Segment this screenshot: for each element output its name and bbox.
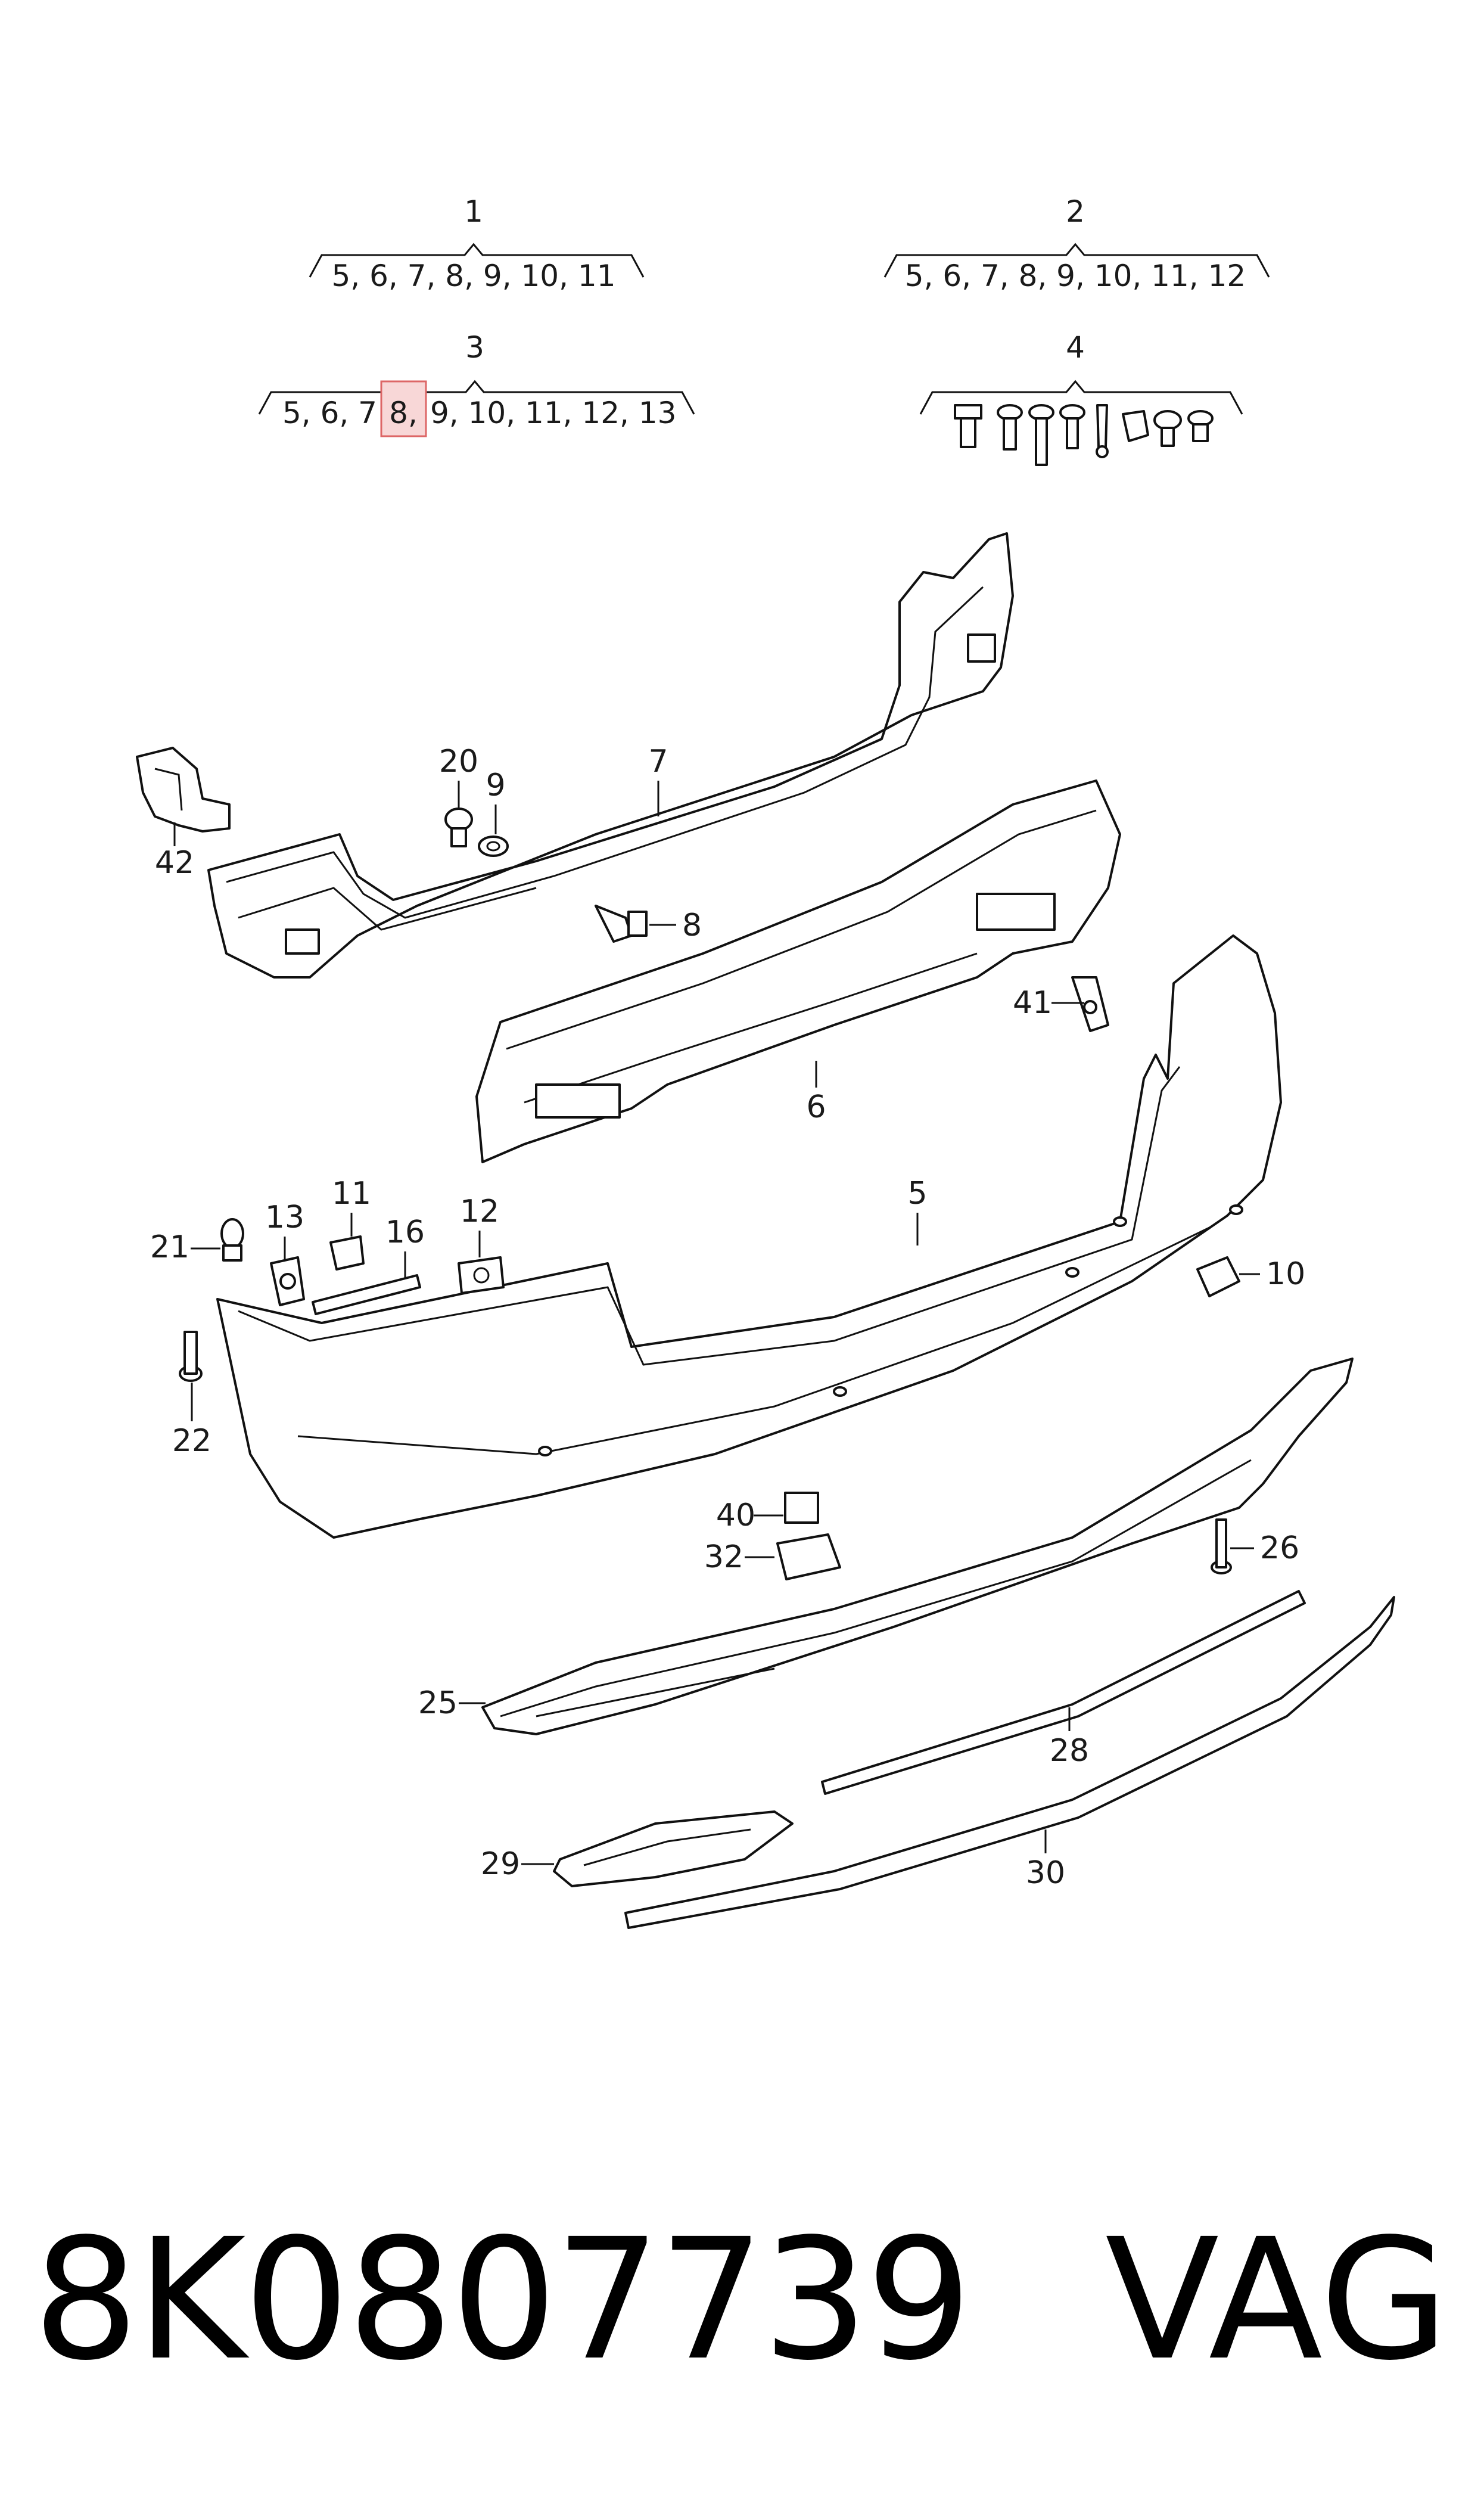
callout-13: 13 (265, 1200, 304, 1235)
part-26-screw (1211, 1518, 1232, 1574)
part-40-clip (784, 1492, 819, 1524)
callout-6: 6 (806, 1089, 826, 1125)
callouts: 20 9 7 42 8 41 6 5 11 13 16 12 21 10 22 … (150, 744, 1305, 1891)
callout-21: 21 (150, 1229, 189, 1265)
group-3-header: 3 5, 6, 7 8, 9, 10, 11, 12, 13 (258, 330, 695, 437)
part-32-sensor (776, 1533, 841, 1580)
group-1-number: 1 (464, 194, 483, 229)
callout-5: 5 (907, 1176, 927, 1212)
group-3-parts-before: 5, 6, 7 (282, 396, 377, 430)
callout-8: 8 (682, 908, 702, 943)
part-22-screw (179, 1331, 203, 1382)
group-2-header: 2 5, 6, 7, 8, 9, 10, 11, 12 (883, 194, 1270, 293)
part-20-nut (444, 807, 473, 847)
part-number-label: 8K0807739 (33, 2203, 972, 2397)
callout-10: 10 (1266, 1256, 1305, 1292)
part-13-bracket (270, 1256, 305, 1306)
callout-9: 9 (486, 768, 505, 803)
part-11-cover (329, 1235, 365, 1271)
part-29-trim (553, 1810, 794, 1887)
group-2-number: 2 (1066, 194, 1085, 229)
fastener-set-icon (954, 404, 1214, 466)
callout-26: 26 (1260, 1530, 1299, 1566)
highlighted-part-marker (380, 380, 427, 437)
group-4-header: 4 (919, 330, 1243, 466)
part-21-clip (220, 1218, 244, 1262)
part-6-energy-absorber (475, 779, 1121, 1163)
callout-32: 32 (704, 1539, 743, 1575)
group-3-highlighted-part: 8, (389, 396, 418, 430)
part-28-trim-strip (821, 1590, 1306, 1795)
callout-41: 41 (1013, 985, 1052, 1021)
callout-12: 12 (460, 1194, 499, 1229)
callout-11: 11 (332, 1176, 371, 1212)
callout-42: 42 (155, 845, 194, 881)
brand-label: VAG (1105, 2203, 1449, 2397)
part-41-clip (1071, 976, 1109, 1032)
part-25-diffuser (481, 1358, 1354, 1735)
callout-16: 16 (385, 1215, 425, 1250)
group-3-number: 3 (465, 330, 484, 365)
part-10-cap (1196, 1256, 1240, 1297)
part-42-bracket (136, 747, 231, 833)
part-9-washer (478, 835, 509, 857)
group-4-number: 4 (1066, 330, 1085, 365)
callout-30: 30 (1026, 1855, 1065, 1891)
callout-29: 29 (481, 1846, 520, 1882)
callout-20: 20 (439, 744, 478, 779)
part-30-chrome-strip (624, 1596, 1395, 1929)
callout-25: 25 (418, 1685, 458, 1721)
part-16-strip (312, 1274, 421, 1315)
part-12-mount (458, 1256, 505, 1294)
part-5-bumper-cover (216, 934, 1282, 1539)
group-1-header: 1 5, 6, 7, 8, 9, 10, 11 (309, 194, 645, 293)
callout-28: 28 (1050, 1733, 1089, 1769)
part-7-bumper-carrier (207, 532, 1014, 979)
callout-40: 40 (716, 1498, 755, 1533)
group-3-parts-after: 9, 10, 11, 12, 13 (430, 396, 676, 430)
callout-7: 7 (648, 744, 668, 779)
group-1-parts: 5, 6, 7, 8, 9, 10, 11 (331, 259, 615, 293)
callout-22: 22 (172, 1423, 211, 1459)
part-8-screw (595, 905, 648, 943)
group-2-parts: 5, 6, 7, 8, 9, 10, 11, 12 (905, 259, 1246, 293)
